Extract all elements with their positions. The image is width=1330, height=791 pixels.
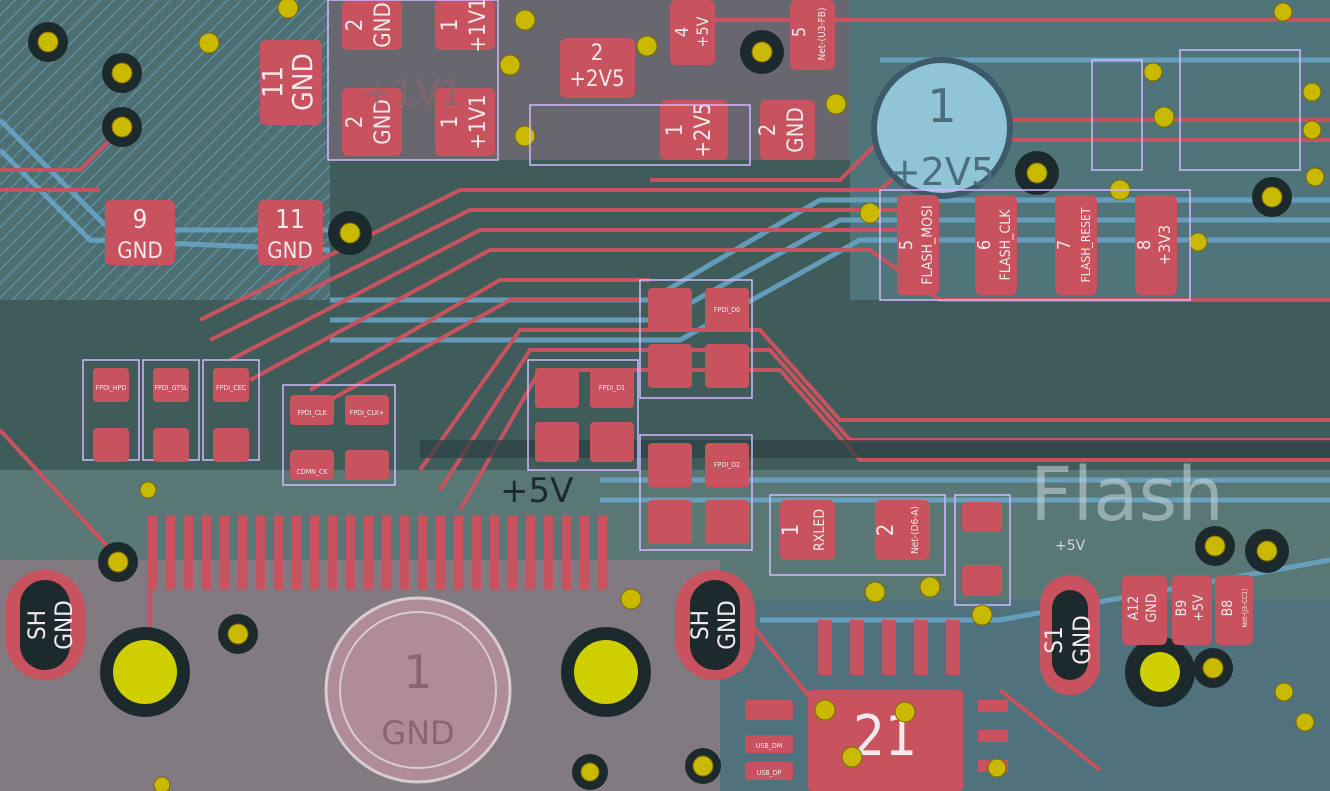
pad-2-top-net: GND [371, 2, 396, 47]
small-pad-usb-dm: USB_DM [756, 742, 782, 750]
hdmi-connector-pads[interactable] [148, 515, 607, 590]
pad-tp-net: +2V5 [889, 150, 995, 194]
pad-flash-mosi-num: 5 [896, 240, 917, 250]
pad-sh-left: SH [23, 610, 51, 640]
smd-pads: 9 GND 11 GND 11 GND 2 GND 1 +1V1 2 GND 1… [105, 0, 1253, 791]
small-pad-clkn: FPDI_CLK+ [350, 409, 385, 417]
pad-b8: B8 [1220, 600, 1236, 617]
courtyards [327, 0, 1301, 576]
pad-flash-reset: FLASH_RESET [1079, 207, 1093, 282]
pad-1-2v5: 1 [663, 124, 688, 137]
pad-3v3-num: 8 [1134, 240, 1155, 250]
pad-b9-net: +5V [1191, 594, 1207, 622]
pad-a12-net: GND [1144, 594, 1160, 623]
mounting-holes [100, 627, 1195, 717]
pad-4: 4 [672, 27, 693, 37]
pad-2-top: 2 [343, 19, 368, 32]
shield-pads: SH GND SH GND S1 GND [5, 570, 1100, 695]
pad-a12: A12 [1126, 596, 1142, 621]
pad-d6-num: 2 [874, 524, 899, 537]
pad-sh-left-net: GND [50, 600, 78, 650]
pad-b9: B9 [1174, 600, 1190, 617]
pad-flash-clk-num: 6 [974, 240, 995, 250]
small-pad-clk: FPDI_CLK [297, 409, 327, 417]
pad-5-u3: 5 [789, 27, 810, 37]
pad-11b-net: GND [286, 53, 319, 111]
pad-d6: Net-(D6-A) [910, 506, 921, 554]
small-pad-d1: FPDI_D1 [599, 384, 625, 392]
pad-flash-clk: FLASH_CLK [998, 209, 1014, 281]
pad-sh-right-net: GND [713, 600, 741, 650]
small-pad-usb-dp: USB_DP [757, 769, 782, 777]
vias [28, 0, 1325, 791]
small-pad-d2: FPDI_D2 [714, 461, 740, 469]
pad-11b: 11 [256, 66, 289, 98]
pad-2-mid: 2 [343, 116, 368, 129]
pad-sh-right: SH [686, 610, 714, 640]
pad-11-net: GND [267, 239, 312, 264]
pad-1-num: 1 [403, 645, 432, 699]
pad-3v3: +3V3 [1155, 225, 1174, 265]
pad-b8-net: Net-(J3-CC1) [1241, 588, 1249, 627]
pad-11: 11 [275, 205, 305, 235]
pad-9: 9 [133, 205, 148, 235]
pad-2-2v5-net: +2V5 [569, 67, 624, 92]
pad-flash-mosi: FLASH_MOSI [920, 205, 936, 284]
pad-rxled: RXLED [812, 509, 828, 551]
pad-s1: S1 [1040, 626, 1068, 653]
silkscreen: Flash +5V +1V1 +5V [362, 73, 1224, 554]
silk-flash: Flash [1030, 452, 1224, 538]
pad-s1-net: GND [1068, 615, 1096, 665]
pad-1-1v1-top-net: +1V1 [466, 0, 491, 53]
pad-9-net: GND [117, 239, 162, 264]
pad-2-gnd-r: 2 [756, 124, 781, 137]
pad-2-2v5: 2 [591, 41, 604, 66]
small-pad-cdmn: CDMN_CK [296, 468, 328, 476]
small-pad-gtsl: FPDI_GTSL [154, 384, 188, 392]
pad-1-1v1-top: 1 [438, 19, 463, 32]
small-pad-hpd: FPDI_HPD [96, 384, 127, 392]
silk-plus5v: +5V [500, 471, 573, 511]
pad-2-mid-net: GND [371, 99, 396, 144]
pad-1-2v5-net: +2V5 [691, 102, 716, 157]
pad-2-gnd-r-net: GND [784, 107, 809, 152]
pad-flash-reset-num: 7 [1054, 240, 1075, 250]
pad-1-net: GND [381, 714, 454, 752]
pad-rxled-num: 1 [779, 524, 804, 537]
small-passives: FPDI_HPD FPDI_GTSL FPDI_CEC FPDI_CLK FPD… [82, 279, 1011, 780]
pad-5-u3-net: Net-(U3-FB) [817, 8, 828, 61]
pad-1-1v1-mid: 1 [438, 116, 463, 129]
ground-band [420, 440, 1330, 458]
large-round-pads: 1 GND 1 +2V5 [324, 57, 1013, 784]
small-pad-d0: FPDI_D0 [714, 306, 740, 314]
small-pad-cec: FPDI_CEC [216, 384, 247, 392]
pad-1-1v1-mid-net: +1V1 [466, 94, 491, 149]
silk-plus5v-small: +5V [1055, 538, 1086, 554]
pad-tp-num: 1 [927, 79, 956, 133]
pad-4-net: +5V [693, 16, 712, 47]
silk-1v1: +1V1 [362, 73, 463, 114]
